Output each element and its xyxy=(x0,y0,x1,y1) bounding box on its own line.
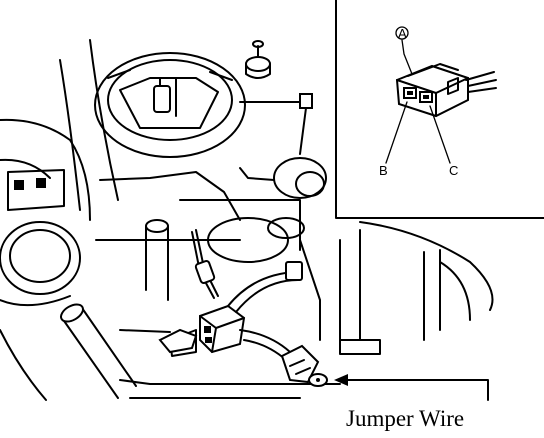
wiring-harness xyxy=(158,229,328,387)
label-c: C xyxy=(429,105,458,178)
label-c-text: C xyxy=(449,163,458,178)
label-b-text: B xyxy=(379,163,388,178)
engine-drawing xyxy=(0,39,494,401)
pipe-upright xyxy=(145,219,169,301)
harness-connector xyxy=(199,304,246,354)
round-housing xyxy=(94,52,246,158)
hose xyxy=(60,303,137,399)
jumper-wire-connector xyxy=(280,344,328,387)
label-a: A xyxy=(395,26,413,75)
inset-frame xyxy=(335,0,544,219)
round-cap xyxy=(0,221,81,307)
actuator xyxy=(239,157,327,199)
bolt xyxy=(245,40,271,79)
jumper-wire-label: Jumper Wire xyxy=(346,406,464,431)
label-b: B xyxy=(379,101,408,178)
bracket xyxy=(7,169,65,211)
label-a-text: A xyxy=(398,26,407,41)
inset-connector xyxy=(395,63,497,118)
jumper-wire-callout xyxy=(334,374,489,401)
